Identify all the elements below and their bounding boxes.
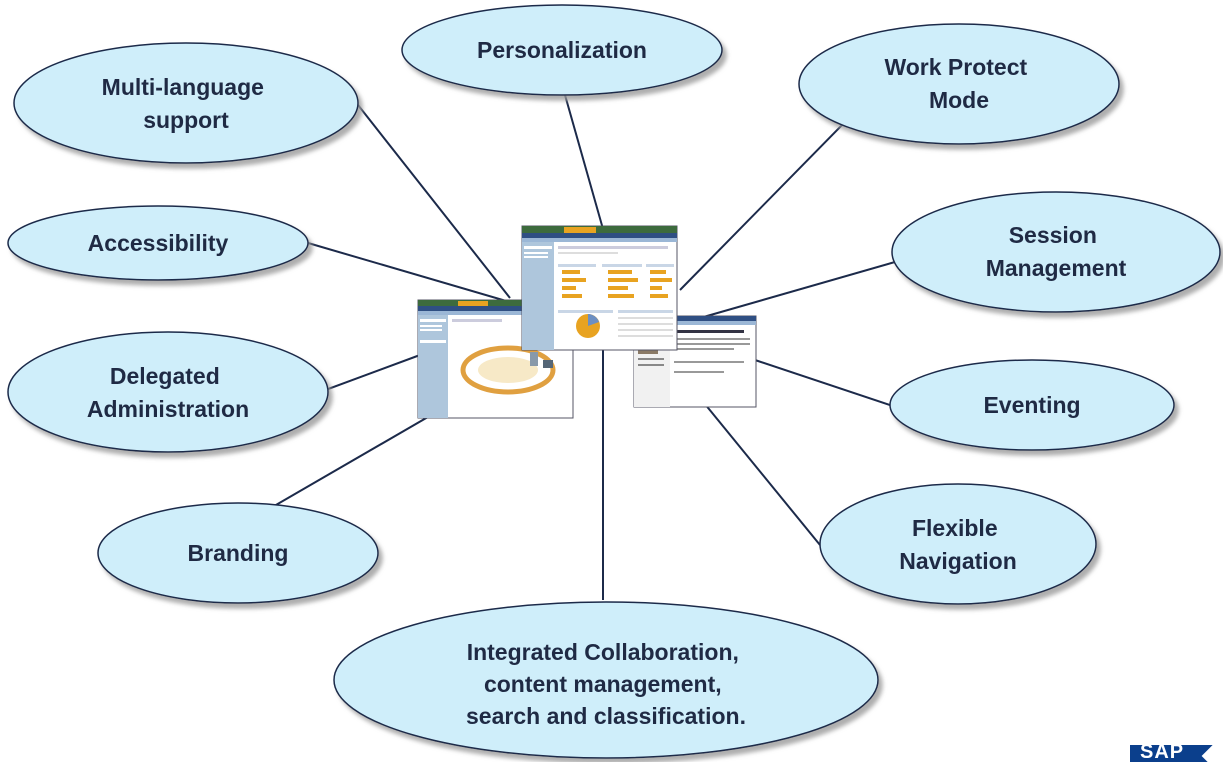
svg-text:Flexible Navigation: Flexible Navigation (899, 515, 1017, 574)
bubble-personalization: Personalization (401, 4, 723, 96)
bubble-multi-language-line-2: support (143, 107, 229, 133)
svg-text:Integrated Collaboration,: Integrated Collaboration, content manage… (466, 639, 746, 729)
bubble-accessibility: Accessibility (7, 205, 309, 281)
connector-personalization (564, 94, 604, 230)
bubble-eventing: Eventing (889, 359, 1175, 451)
bubble-session-shape (891, 191, 1221, 313)
bubble-delegated-shape (7, 331, 329, 453)
bubble-multi-language-shape (13, 42, 359, 164)
connector-session (699, 261, 896, 319)
connector-branding (249, 409, 441, 521)
svg-text:Delegated Administration: Delegated Administration (87, 363, 249, 422)
sap-logo-cut-shape (1201, 745, 1223, 762)
bubble-work-protect-shape (798, 23, 1120, 145)
connector-delegated (319, 354, 421, 393)
bubble-work-protect: Work Protect Mode (798, 23, 1120, 145)
bubble-eventing-line-1: Eventing (983, 392, 1080, 418)
bubble-delegated-line-1: Delegated (110, 363, 220, 389)
bubble-work-protect-line-2: Mode (929, 87, 989, 113)
sap-logo-text: SAP (1140, 745, 1185, 762)
bubble-collaboration: Integrated Collaboration, content manage… (333, 601, 879, 759)
connector-lines (249, 94, 896, 600)
bubble-session-line-1: Session (1009, 222, 1097, 248)
connector-accessibility (307, 242, 521, 306)
bubble-delegated: Delegated Administration (7, 331, 329, 453)
bubble-delegated-line-2: Administration (87, 396, 249, 422)
svg-text:Branding: Branding (188, 540, 289, 566)
svg-text:Session Management: Session Management (986, 222, 1127, 281)
connector-work-protect (679, 121, 846, 291)
svg-text:Accessibility: Accessibility (88, 230, 229, 256)
bubble-accessibility-line-1: Accessibility (88, 230, 229, 256)
connector-multi-language (357, 104, 511, 299)
bubble-branding-shape (97, 502, 379, 604)
bubble-session-line-2: Management (986, 255, 1127, 281)
bubble-accessibility-shape (7, 205, 309, 281)
bubble-eventing-shape (889, 359, 1175, 451)
bubble-collaboration-line-3: search and classification. (466, 703, 746, 729)
bubble-multi-language-line-1: Multi-language (102, 74, 264, 100)
bubble-work-protect-line-1: Work Protect (884, 54, 1027, 80)
connector-flexible-nav (699, 397, 821, 546)
bubble-personalization-shape (401, 4, 723, 96)
screenshot-dashboard (521, 225, 678, 351)
bubble-flexible-nav-shape (819, 483, 1097, 605)
bubble-personalization-line-1: Personalization (477, 37, 647, 63)
bubble-session: Session Management (891, 191, 1221, 313)
svg-text:Multi-language support: Multi-language support (102, 74, 271, 133)
screenshot-delegated-admin (417, 299, 574, 419)
bubble-multi-language: Multi-language support (13, 42, 359, 164)
bubble-branding-line-1: Branding (188, 540, 289, 566)
bubble-collaboration-line-2: content management, (484, 671, 722, 697)
bubble-flexible-nav-line-2: Navigation (899, 548, 1017, 574)
bubble-branding: Branding (97, 502, 379, 604)
svg-text:Personalization: Personalization (477, 37, 647, 63)
svg-text:Eventing: Eventing (983, 392, 1080, 418)
connector-eventing (754, 359, 891, 406)
bubble-flexible-nav: Flexible Navigation (819, 483, 1097, 605)
bubble-flexible-nav-line-1: Flexible (912, 515, 998, 541)
bubble-collaboration-shape (333, 601, 879, 759)
sap-logo: SAP (1130, 745, 1223, 762)
svg-text:Work Protect Mode: Work Protect Mode (884, 54, 1033, 113)
bubble-collaboration-line-1: Integrated Collaboration, (467, 639, 739, 665)
